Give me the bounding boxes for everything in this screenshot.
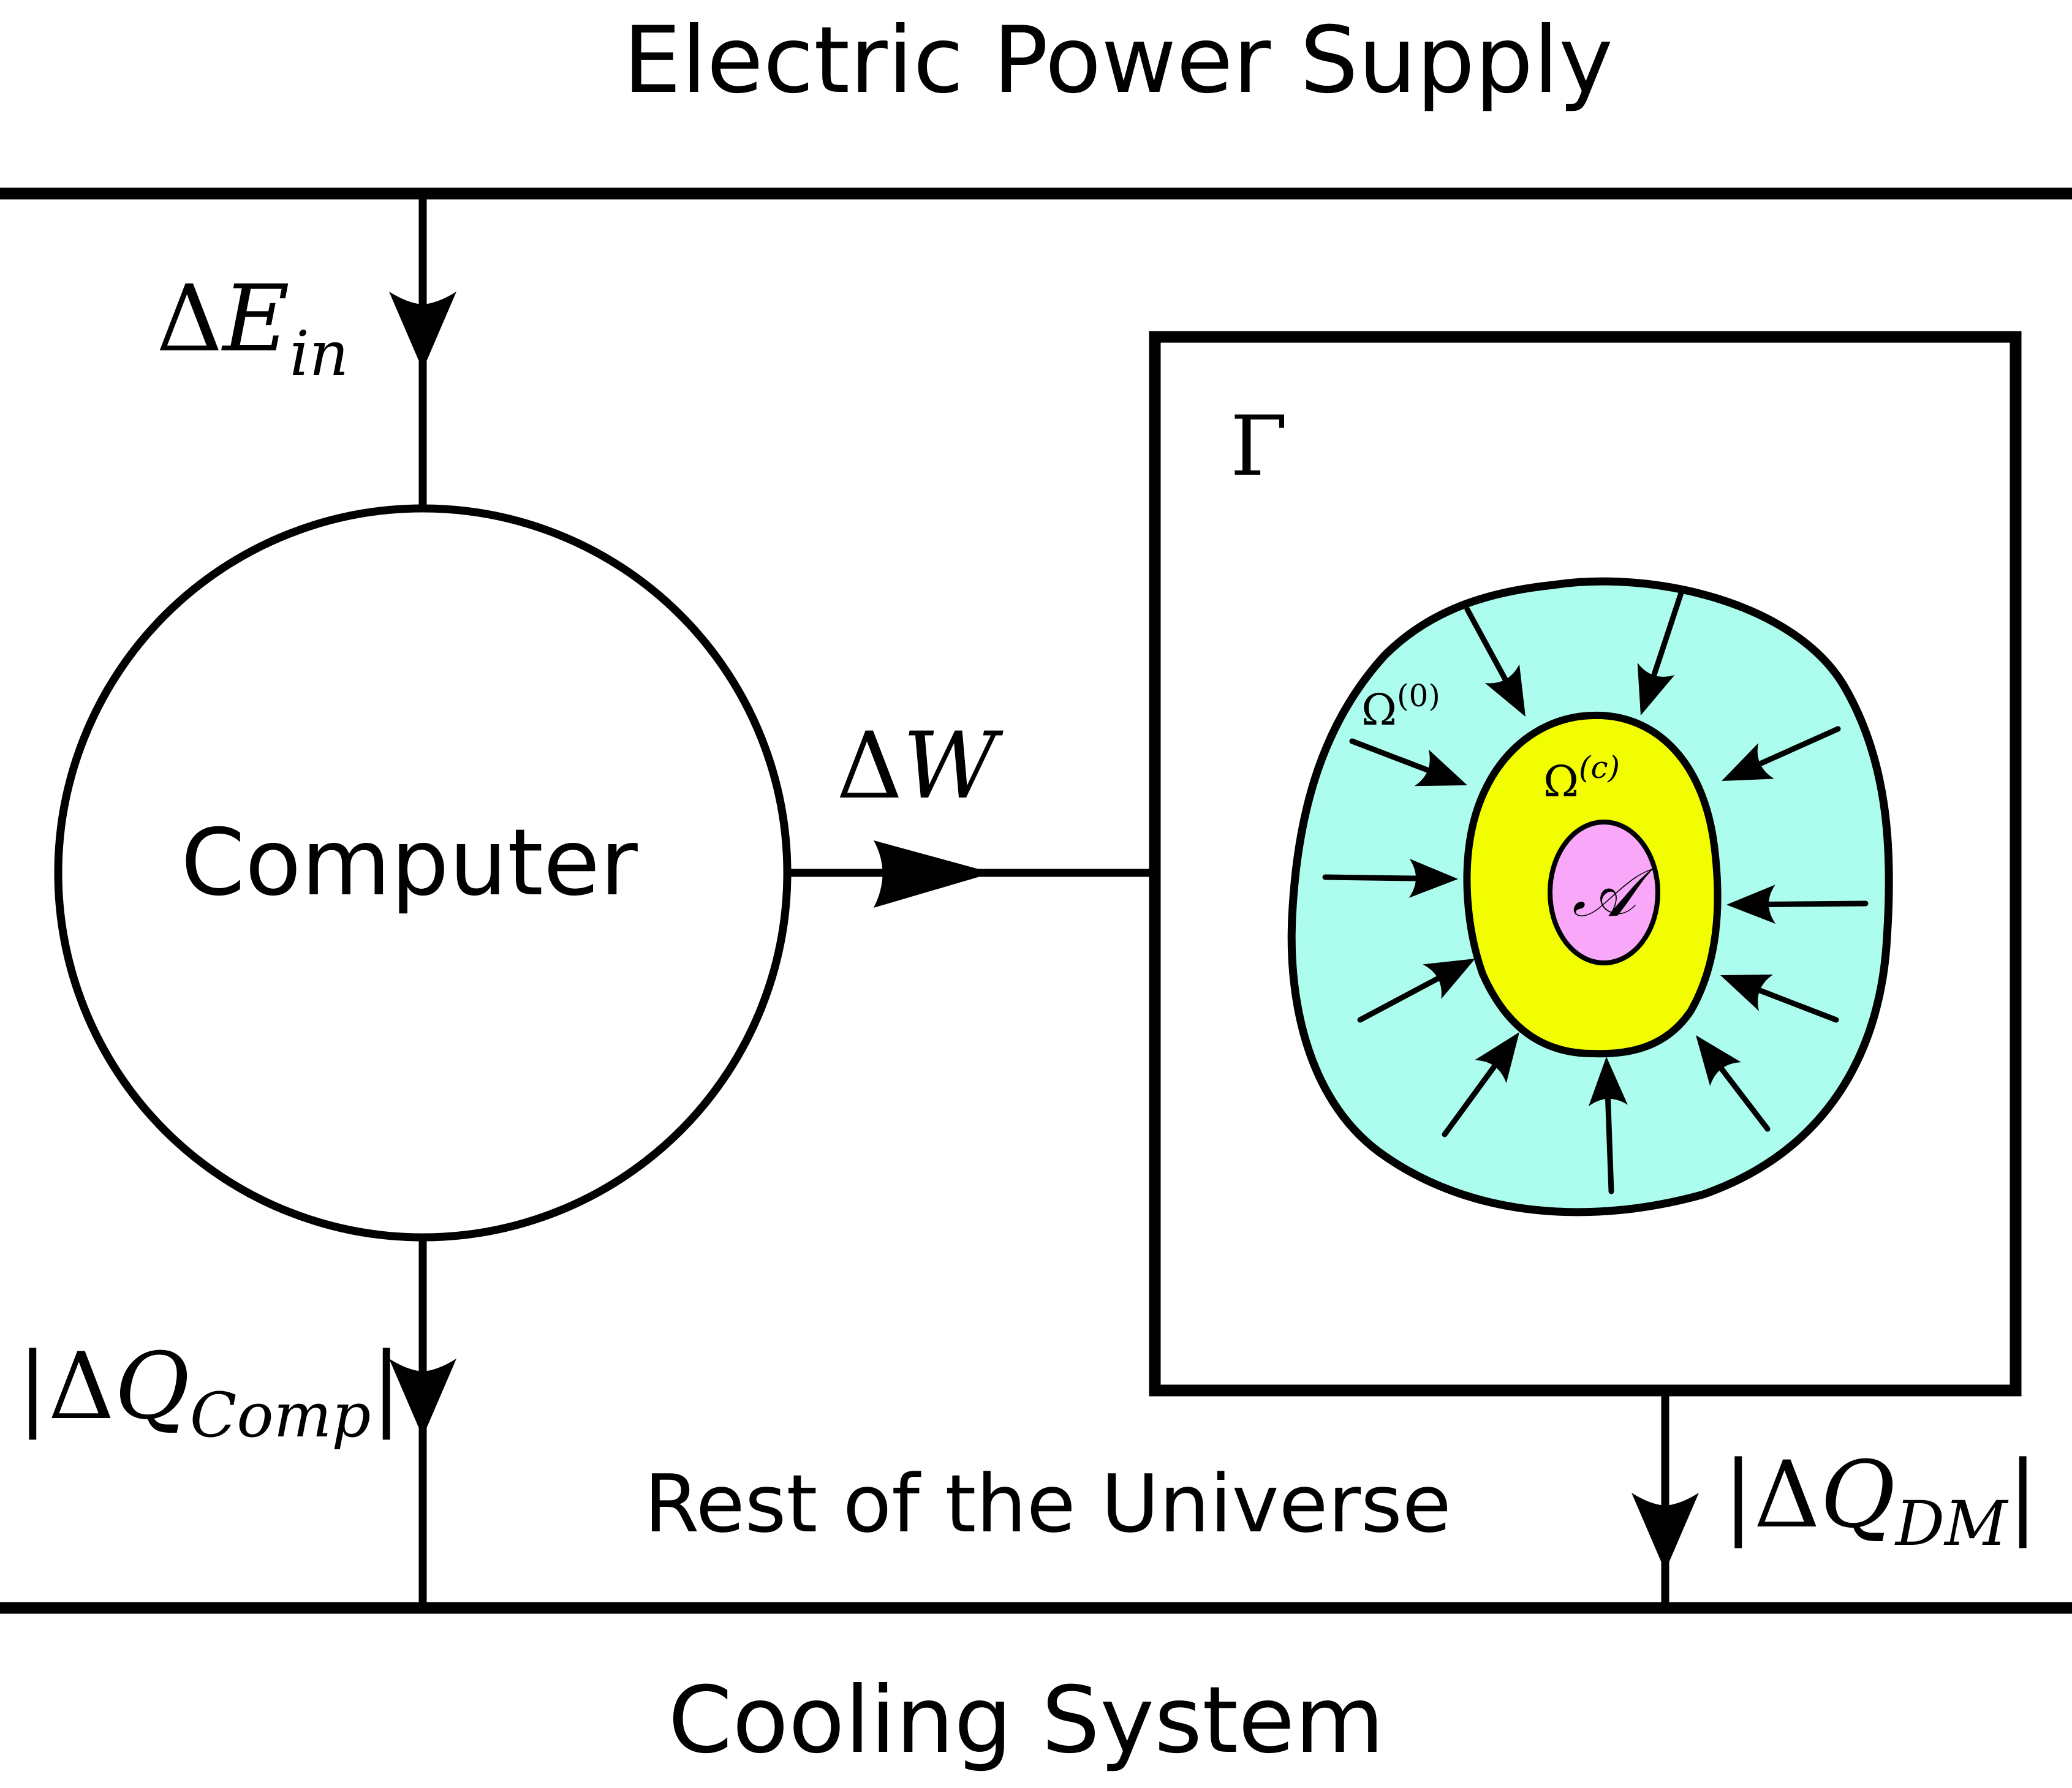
inward-arrow-shaft xyxy=(1464,606,1511,687)
inward-arrow-head-icon xyxy=(1423,959,1475,999)
delta-symbol: Δ xyxy=(156,266,222,372)
heat-dm-label: |ΔQDM| xyxy=(1723,1442,2038,1560)
heat-subscript: Comp xyxy=(190,1379,371,1451)
inward-arrow-shaft xyxy=(1322,874,1424,881)
inward-arrow-head-icon xyxy=(1414,749,1467,786)
computer-label: Computer xyxy=(181,810,638,916)
energy-in-label: ΔEin xyxy=(156,266,349,390)
gamma-label: Γ xyxy=(1230,398,1288,494)
inner-region-label: Ω(c) xyxy=(1543,750,1620,807)
work-arrow-icon xyxy=(874,840,993,908)
heat-symbol: Q xyxy=(1820,1442,1896,1548)
inward-arrow-head-icon xyxy=(1720,974,1774,1011)
energy-symbol: E xyxy=(221,266,290,372)
omega-superscript: (c) xyxy=(1579,750,1620,785)
energy-in-arrow-icon xyxy=(389,292,456,370)
omega-symbol: Ω xyxy=(1543,756,1579,807)
abs-bar-left: | xyxy=(1723,1442,1754,1548)
inward-arrow-shaft xyxy=(1752,726,1841,769)
inward-arrow-shaft xyxy=(1752,986,1839,1023)
heat-symbol: Q xyxy=(115,1333,190,1440)
cooling-system-label: Cooling System xyxy=(668,1667,1385,1774)
inward-arrow-head-icon xyxy=(1696,1035,1742,1086)
delta-symbol: Δ xyxy=(1754,1442,1820,1548)
delta-symbol: Δ xyxy=(836,713,902,820)
work-symbol: W xyxy=(902,713,1004,820)
inward-arrow-head-icon xyxy=(1484,664,1526,717)
heat-computer-arrow-icon xyxy=(389,1359,456,1437)
omega-symbol: Ω xyxy=(1361,685,1397,735)
inward-arrow-head-icon xyxy=(1722,743,1775,781)
inward-arrow-shaft xyxy=(1357,973,1446,1023)
heat-dm-arrow-icon xyxy=(1632,1493,1699,1571)
energy-subscript: in xyxy=(290,318,349,390)
inward-arrow-shaft xyxy=(1349,738,1436,775)
inward-arrow-head-icon xyxy=(1637,663,1675,715)
inward-arrow-head-icon xyxy=(1474,1032,1519,1084)
heat-computer-label: |ΔQComp| xyxy=(17,1333,402,1451)
abs-bar-left: | xyxy=(17,1333,48,1440)
inward-arrow-head-icon xyxy=(1726,885,1776,924)
inward-arrow-shaft xyxy=(1715,1062,1771,1132)
inward-arrow-shaft xyxy=(1760,900,1869,907)
delta-symbol: Δ xyxy=(48,1333,115,1440)
abs-bar-right: | xyxy=(371,1333,402,1440)
heat-subscript: DM xyxy=(1894,1488,2009,1560)
abs-bar-right: | xyxy=(2007,1442,2038,1548)
inward-arrow-shaft xyxy=(1442,1058,1501,1137)
outer-region-label: Ω(0) xyxy=(1361,678,1440,735)
inward-arrow-head-icon xyxy=(1408,858,1458,898)
electric-power-supply-label: Electric Power Supply xyxy=(623,7,1613,114)
inward-arrow-shaft xyxy=(1605,1090,1614,1194)
inward-arrows-group xyxy=(1322,588,1869,1194)
core-region-a xyxy=(1548,820,1660,965)
work-label: ΔW xyxy=(836,713,1004,820)
inward-arrow-shaft xyxy=(1649,588,1685,684)
omega-superscript: (0) xyxy=(1397,678,1440,714)
inward-arrow-head-icon xyxy=(1588,1057,1628,1107)
rest-of-universe-label: Rest of the Universe xyxy=(644,1457,1451,1550)
